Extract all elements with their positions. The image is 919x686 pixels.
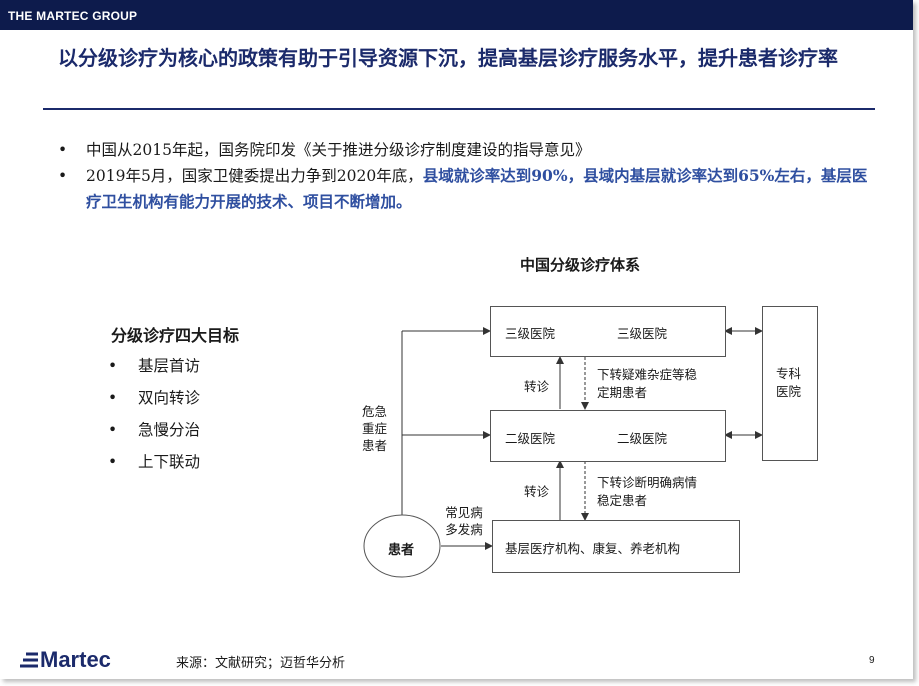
bullet-item: • 2019年5月，国家卫健委提出力争到2020年底，县域就诊率达到90%，县域… xyxy=(58,163,878,215)
bullet-item: • 中国从2015年起，国务院印发《关于推进分级诊疗制度建设的指导意见》 xyxy=(58,137,878,163)
bullet-text: 中国从2015年起，国务院印发《关于推进分级诊疗制度建设的指导意见》 xyxy=(86,141,591,159)
logo-text: Martec xyxy=(40,647,111,672)
emergency-label: 危急重症患者 xyxy=(362,404,388,453)
patient-circle xyxy=(363,514,441,578)
bullet-list: • 中国从2015年起，国务院印发《关于推进分级诊疗制度建设的指导意见》 • 2… xyxy=(58,137,878,215)
specialty-hospital-box: 专科医院 xyxy=(762,306,818,461)
goal-item: • 上下联动 xyxy=(108,448,200,480)
goals-list: • 基层首访 • 双向转诊 • 急慢分治 • 上下联动 xyxy=(108,352,200,480)
bullet-dot: • xyxy=(58,167,68,185)
secondary-hospitals-box: 二级医院 二级医院 xyxy=(490,410,726,462)
title-divider xyxy=(43,108,875,110)
bullet-text: 2019年5月，国家卫健委提出力争到2020年底， xyxy=(86,167,423,185)
goal-text: 急慢分治 xyxy=(138,421,201,439)
secondary-right-label: 二级医院 xyxy=(617,431,668,446)
secondary-left-label: 二级医院 xyxy=(505,431,556,446)
goal-text: 双向转诊 xyxy=(138,389,201,407)
tertiary-left-label: 三级医院 xyxy=(505,326,556,341)
bullet-highlight: 县域就诊率达到90%，县域内基层就诊率达到65%左右，基层医疗卫生机构有能力开展… xyxy=(86,166,868,211)
page-number: 9 xyxy=(869,655,875,666)
bullet-dot: • xyxy=(108,389,118,407)
patient-label: 患者 xyxy=(388,543,415,558)
martec-logo: Martec xyxy=(18,647,111,674)
goal-item: • 双向转诊 xyxy=(108,384,200,416)
goal-item: • 基层首访 xyxy=(108,352,200,384)
tertiary-hospitals-box: 三级医院 三级医院 xyxy=(490,306,726,357)
primary-care-box: 基层医疗机构、康复、养老机构 xyxy=(492,520,740,573)
logo-mark-icon xyxy=(18,648,40,674)
tertiary-right-label: 三级医院 xyxy=(617,326,668,341)
common-disease-label: 常见病多发病 xyxy=(445,505,483,537)
bullet-dot: • xyxy=(58,141,68,159)
source-note: 来源：文献研究；迈哲华分析 xyxy=(176,656,346,671)
bullet-dot: • xyxy=(108,421,118,439)
goals-title: 分级诊疗四大目标 xyxy=(111,326,240,345)
top-bar: THE MARTEC GROUP xyxy=(0,0,913,30)
referral-up-label-1: 转诊 xyxy=(524,379,550,394)
specialty-label: 专科医院 xyxy=(776,366,802,399)
bullet-dot: • xyxy=(108,453,118,471)
brand-text: THE MARTEC GROUP xyxy=(8,9,138,23)
goal-item: • 急慢分治 xyxy=(108,416,200,448)
bullet-dot: • xyxy=(108,357,118,375)
primary-label: 基层医疗机构、康复、养老机构 xyxy=(505,541,681,556)
diagram-title: 中国分级诊疗体系 xyxy=(519,256,640,274)
referral-down-label-2: 下转诊断明确病情稳定患者 xyxy=(597,475,698,508)
referral-up-label-2: 转诊 xyxy=(524,484,550,499)
goal-text: 基层首访 xyxy=(138,357,201,375)
page-title: 以分级诊疗为核心的政策有助于引导资源下沉，提高基层诊疗服务水平，提升患者诊疗率 xyxy=(58,46,838,70)
goal-text: 上下联动 xyxy=(138,453,201,471)
referral-down-label-1: 下转疑难杂症等稳定期患者 xyxy=(597,367,698,400)
